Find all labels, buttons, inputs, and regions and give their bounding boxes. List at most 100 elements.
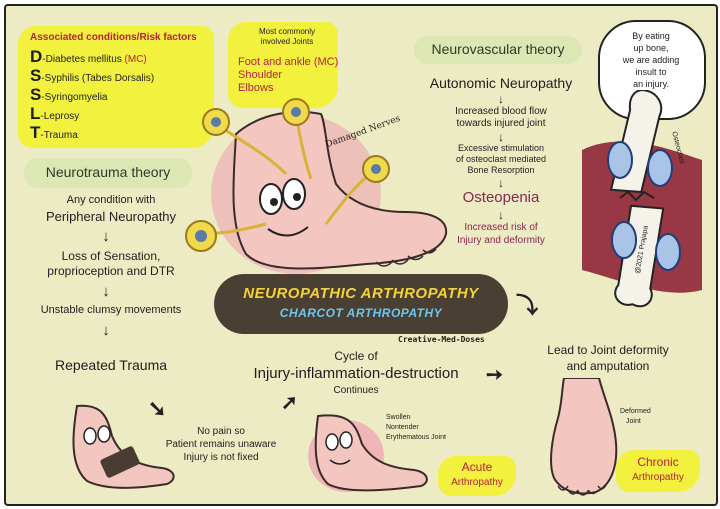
risk-item: S-Syphilis (Tabes Dorsalis) — [30, 66, 154, 86]
arrow-down-icon: ↓ — [102, 228, 110, 245]
chronic-label-line2: Arthropathy — [632, 472, 684, 483]
osteopenia-label: Osteopenia — [462, 189, 540, 206]
toes — [375, 248, 437, 267]
lead-to-line1: Lead to Joint deformity — [547, 343, 669, 357]
acute-desc-line3: Erythematous Joint — [386, 434, 446, 441]
cycle-line1: Cycle of — [334, 349, 378, 363]
title-banner — [214, 274, 508, 334]
neurovascular-title-box — [414, 36, 582, 64]
blood-flow-line1: Increased blood flow — [455, 106, 547, 117]
foot-face — [259, 178, 309, 237]
deformed-foot-illustration — [550, 378, 618, 496]
arrow-up-right-icon: ➚ — [281, 392, 298, 414]
risk-text: -Leprosy — [40, 111, 80, 122]
no-pain-line2: Patient remains unaware — [165, 439, 277, 450]
injured-foot-shape — [72, 404, 175, 489]
risk-text: -Diabetes mellitus — [42, 54, 125, 65]
joints-title-line2: involved Joints — [260, 37, 314, 46]
risk-item: T-Trauma — [30, 123, 78, 143]
increased-risk-line1: Increased risk of — [464, 222, 538, 233]
joints-title-line1: Most commonly — [258, 27, 315, 36]
acute-label-box — [438, 456, 516, 496]
brick-icon — [100, 446, 140, 478]
increased-risk-line2: Injury and deformity — [457, 235, 545, 246]
neurotrauma-title-box — [24, 158, 192, 188]
risk-letter: S — [30, 85, 42, 104]
risk-letter: L — [30, 104, 41, 123]
acute-label-line1: Acute — [461, 460, 493, 474]
chronic-label-line1: Chronic — [637, 455, 679, 469]
any-condition-text: Any condition with — [66, 194, 156, 206]
fracture-line — [619, 190, 655, 202]
neurovascular-title: Neurovascular theory — [431, 41, 565, 57]
left-pupil — [270, 198, 278, 206]
speech-line4: insult to — [635, 67, 667, 77]
acute-label-line2: Arthropathy — [451, 477, 503, 488]
injured-foot-eye-icon — [97, 425, 111, 443]
arrow-right-icon: ➙ — [486, 364, 503, 386]
deformed-foot-toes — [557, 484, 607, 496]
risk-mc-tag: (MC) — [124, 54, 147, 65]
acute-desc-line1: Swollen — [386, 414, 411, 421]
joint-item: Foot and ankle (MC) — [238, 56, 339, 68]
peripheral-neuropathy-text: Peripheral Neuropathy — [45, 209, 177, 224]
nerve-cell-icon — [202, 108, 230, 136]
poster-background: Associated conditions/Risk factors D-Dia… — [4, 4, 718, 506]
cycle-line3: Continues — [333, 385, 379, 396]
repeated-trauma-text: Repeated Trauma — [54, 357, 168, 373]
lead-to-line2: and amputation — [566, 359, 650, 373]
osteoclast-cell-icon — [611, 221, 637, 259]
joint-item: Shoulder — [238, 69, 283, 81]
osteoclast-line1: Excessive stimulation — [457, 143, 545, 153]
deformed-joint-line1: Deformed — [620, 408, 651, 415]
curved-arrow-icon: ⤵ — [516, 293, 539, 318]
right-pupil — [293, 193, 301, 201]
risk-item: S-Syringomyelia — [30, 85, 108, 105]
deformed-foot-shape — [550, 378, 618, 495]
nerve-cell-icon — [282, 98, 310, 126]
loss-of-sensation-line1: Loss of Sensation, — [61, 249, 161, 263]
injured-foot-eye-icon — [83, 427, 97, 445]
risk-item: D-Diabetes mellitus (MC) — [30, 47, 147, 67]
risk-factors-box — [18, 26, 214, 148]
arrow-down-icon: ↓ — [498, 130, 504, 144]
loss-of-sensation-line2: proprioception and DTR — [47, 264, 175, 278]
risk-factors-title: Associated conditions/Risk factors — [30, 32, 197, 43]
risk-text: -Syringomyelia — [41, 92, 108, 103]
risk-letter: T — [30, 123, 41, 142]
bone-illustration — [582, 90, 702, 308]
injured-foot-illustration — [72, 404, 175, 489]
risk-letter: D — [30, 47, 43, 66]
speech-line3: we are adding — [622, 55, 680, 65]
arrow-down-icon: ↓ — [498, 208, 504, 222]
chronic-label-box — [616, 450, 700, 492]
autonomic-neuropathy-heading: Autonomic Neuropathy — [429, 75, 573, 91]
nerve-cell-icon — [185, 220, 217, 252]
speech-line1: By eating — [632, 31, 670, 41]
deformed-joint-line2: Joint — [626, 418, 641, 425]
banner-subtitle: CHARCOT ARTHROPATHY — [279, 306, 443, 320]
unstable-movements-text: Unstable clumsy movements — [40, 304, 182, 316]
acute-foot-illustration — [308, 414, 428, 492]
blood-flow-line2: towards injured joint — [456, 118, 546, 129]
osteoclast-cell-icon — [647, 149, 673, 187]
acute-desc-line2: Nontender — [386, 424, 419, 431]
risk-text: -Trauma — [40, 130, 78, 141]
arrow-down-icon: ↓ — [102, 283, 110, 300]
foot-illustration — [185, 98, 448, 274]
speech-line5: an injury. — [633, 79, 669, 89]
joints-box — [228, 22, 338, 108]
osteoclast-cell-icon — [607, 141, 633, 179]
arrow-down-right-icon: ➘ — [148, 396, 167, 421]
foot-shape — [232, 110, 448, 270]
arrow-down-icon: ↓ — [102, 322, 110, 339]
banner-title: NEUROPATHIC ARTHROPATHY — [243, 285, 479, 302]
brand-label: Creative-Med-Doses — [398, 335, 485, 344]
speech-line2: up bone, — [633, 43, 669, 53]
smile-icon — [267, 226, 309, 237]
arrow-down-icon: ↓ — [498, 92, 504, 106]
risk-item: L-Leprosy — [30, 104, 80, 124]
acute-foot-smile-icon — [329, 459, 351, 465]
neurotrauma-title: Neurotrauma theory — [45, 164, 171, 180]
